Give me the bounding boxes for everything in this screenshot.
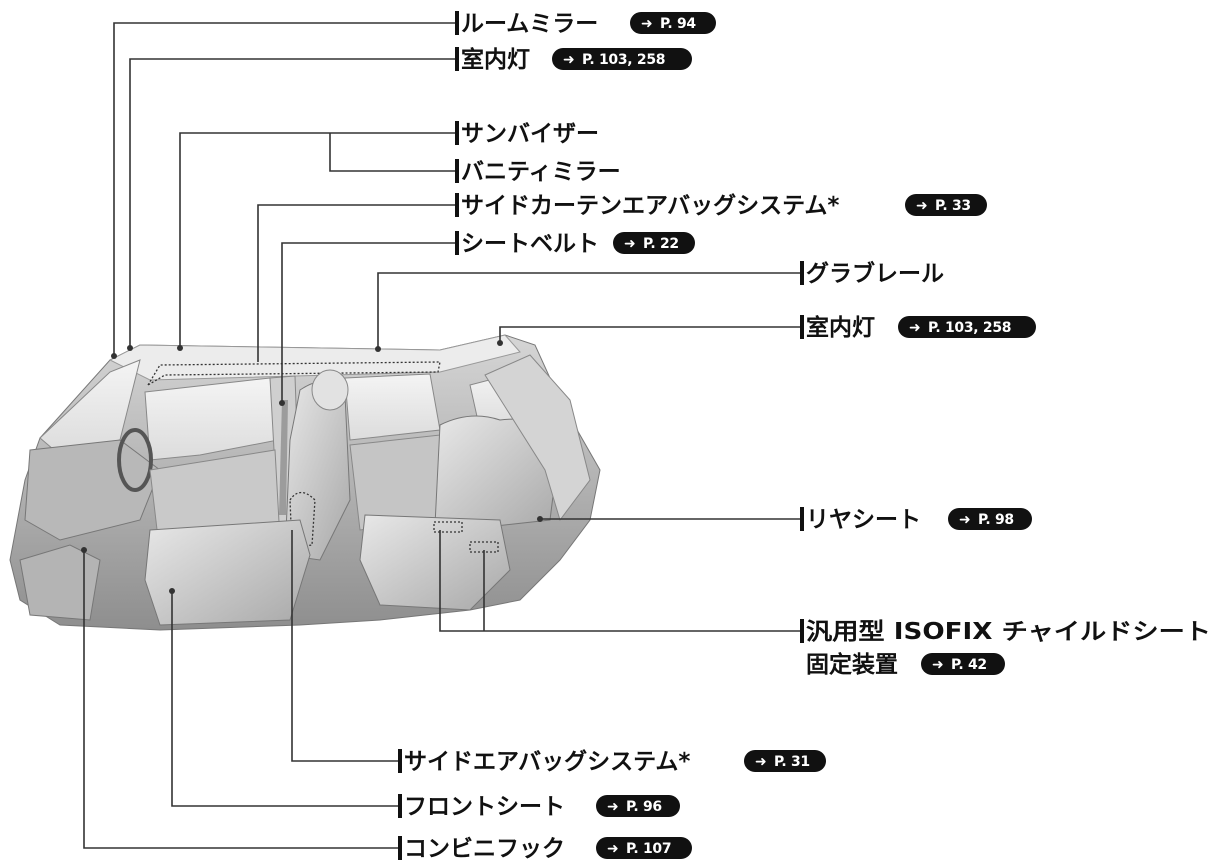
label-text: サンバイザー: [461, 121, 599, 147]
label-interior-light-rear: 室内灯 ➜ P. 103, 258: [800, 314, 1036, 341]
front-seat-cushion: [144, 519, 311, 626]
page-ref-pill[interactable]: ➜ P. 42: [921, 653, 1005, 675]
cargo-side-panel: [484, 354, 591, 522]
dashboard: [24, 439, 161, 541]
page-ref-pill[interactable]: ➜ P. 31: [744, 750, 826, 772]
label-text: シートベルト: [461, 231, 599, 257]
page-ref-pill[interactable]: ➜ P. 96: [596, 795, 680, 817]
page-ref-pill[interactable]: ➜ P. 107: [596, 837, 692, 859]
arrow-right-icon: ➜: [607, 799, 619, 815]
leader-front-seat: [171, 591, 398, 807]
steering-wheel: [117, 428, 153, 492]
page-ref-text: P. 96: [626, 799, 662, 815]
leader-side-airbag: [291, 530, 398, 762]
rear-side-window: [344, 373, 441, 441]
label-text: バニティミラー: [461, 159, 621, 185]
page-ref-pill[interactable]: ➜ P. 103, 258: [552, 48, 692, 70]
arrow-right-icon: ➜: [607, 841, 619, 857]
isofix-anchor-1: [433, 521, 463, 533]
side-airbag-outline: [289, 491, 316, 549]
front-kick-panel: [19, 544, 101, 621]
leader-room-mirror: [113, 22, 455, 356]
leader-grab-rail: [377, 272, 800, 349]
label-interior-light-front: 室内灯 ➜ P. 103, 258: [455, 46, 692, 73]
page-ref-pill[interactable]: ➜ P. 22: [613, 232, 695, 254]
label-grab-rail: グラブレール: [800, 260, 944, 287]
headliner: [108, 334, 521, 381]
page-ref-text: P. 94: [660, 16, 696, 32]
label-text: フロントシート: [404, 794, 565, 820]
page-ref-text: P. 22: [643, 236, 679, 252]
page-ref-text: P. 103, 258: [928, 320, 1011, 336]
page-ref-text: P. 31: [774, 754, 810, 770]
leader-isofix: [439, 530, 800, 632]
label-combination-hook: コンビニフック ➜ P. 107: [398, 836, 692, 862]
arrow-right-icon: ➜: [563, 52, 575, 68]
leader-combination-hook: [83, 550, 398, 849]
page-ref-pill[interactable]: ➜ P. 33: [905, 194, 987, 216]
seat-belt-strap: [279, 400, 288, 515]
label-side-airbag: サイドエアバッグシステム* ➜ P. 31: [398, 748, 826, 775]
label-text-line2: 固定装置: [806, 651, 898, 678]
arrow-right-icon: ➜: [909, 320, 921, 336]
page-ref-text: P. 98: [978, 512, 1014, 528]
leader-vanity-mirror: [329, 133, 455, 172]
label-text: 室内灯: [461, 46, 530, 73]
arrow-right-icon: ➜: [624, 236, 636, 252]
labels: ルームミラー ➜ P. 94 室内灯 ➜ P. 103, 258 サンバイザー: [398, 11, 1211, 862]
page-ref-pill[interactable]: ➜ P. 103, 258: [898, 316, 1036, 338]
leader-sun-visor: [179, 132, 455, 348]
car-interior-illustration: [9, 334, 601, 631]
label-text: 汎用型 ISOFIX チャイルドシート: [806, 619, 1211, 645]
rear-seat-cushion: [359, 514, 511, 611]
leader-interior-light-rear: [499, 326, 800, 343]
label-text: サイドエアバッグシステム*: [404, 748, 690, 775]
arrow-right-icon: ➜: [959, 512, 971, 528]
page-ref-text: P. 103, 258: [582, 52, 665, 68]
front-seat-headrest: [311, 369, 349, 411]
arrow-right-icon: ➜: [932, 657, 944, 673]
arrow-right-icon: ➜: [916, 198, 928, 214]
label-text: 室内灯: [806, 314, 875, 341]
label-text: グラブレール: [806, 260, 944, 287]
label-vanity-mirror: バニティミラー: [455, 159, 621, 185]
label-seat-belt: シートベルト ➜ P. 22: [455, 231, 695, 257]
arrow-right-icon: ➜: [755, 754, 767, 770]
leader-interior-light-front: [129, 58, 455, 348]
page-ref-text: P. 33: [935, 198, 971, 214]
label-text: サイドカーテンエアバッグシステム*: [461, 192, 839, 219]
page-ref-pill[interactable]: ➜ P. 94: [630, 12, 716, 34]
label-front-seat: フロントシート ➜ P. 96: [398, 794, 680, 820]
arrow-right-icon: ➜: [641, 16, 653, 32]
label-isofix: 汎用型 ISOFIX チャイルドシート 固定装置 ➜ P. 42: [800, 619, 1211, 678]
label-curtain-airbag: サイドカーテンエアバッグシステム* ➜ P. 33: [455, 192, 987, 219]
label-text: ルームミラー: [461, 11, 598, 37]
page-ref-text: P. 107: [626, 841, 671, 857]
page-ref-pill[interactable]: ➜ P. 98: [948, 508, 1032, 530]
label-sun-visor: サンバイザー: [455, 121, 599, 147]
label-text: コンビニフック: [404, 836, 565, 862]
leader-lines: [83, 22, 800, 849]
label-text: リヤシート: [806, 507, 921, 533]
page-ref-text: P. 42: [951, 657, 987, 673]
label-rear-seat: リヤシート ➜ P. 98: [800, 507, 1032, 533]
leader-curtain-airbag: [257, 204, 455, 362]
label-room-mirror: ルームミラー ➜ P. 94: [455, 11, 716, 37]
leader-seat-belt: [281, 242, 455, 403]
curtain-airbag-outline: [147, 361, 441, 386]
